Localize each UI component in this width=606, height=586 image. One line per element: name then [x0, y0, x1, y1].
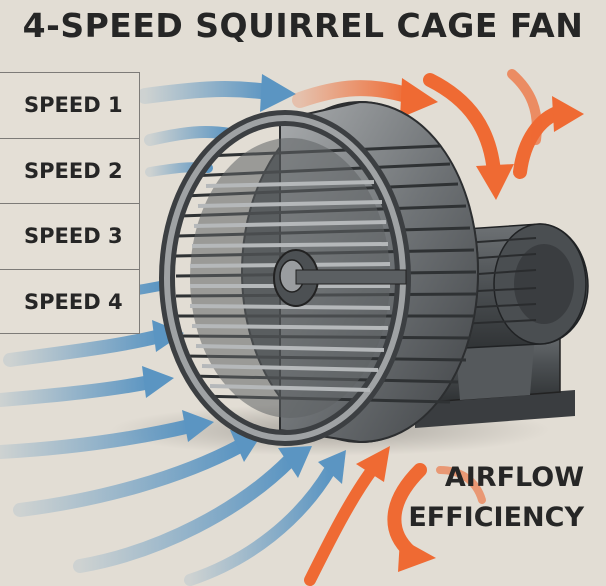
exhaust-arrows-bottom	[304, 446, 486, 586]
speed-item-4[interactable]: SPEED 4	[24, 290, 123, 315]
speed-item-3[interactable]: SPEED 3	[0, 204, 139, 270]
airflow-label-line-1: AIRFLOW	[444, 462, 584, 493]
speed-list: SPEED 1 SPEED 2 SPEED 3 SPEED 4	[0, 72, 140, 334]
airflow-label-line-2: EFFICIENCY	[408, 502, 584, 533]
speed-item-2[interactable]: SPEED 2	[0, 139, 139, 204]
page-title: 4-SPEED SQUIRREL CAGE FAN	[22, 6, 584, 45]
squirrel-cage-fan-icon	[159, 100, 480, 446]
airflow-efficiency-label: AIRFLOW EFFICIENCY	[408, 458, 584, 538]
exhaust-arrows-top	[292, 69, 584, 200]
speed-item-1[interactable]: SPEED 1	[0, 73, 139, 139]
